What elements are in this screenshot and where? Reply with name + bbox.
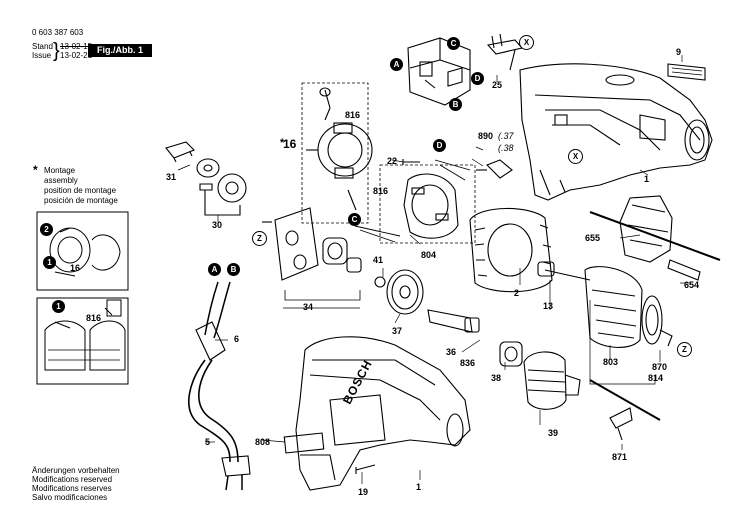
- part-number: 0 603 387 603: [32, 28, 84, 37]
- housing-half-drawing: [519, 63, 713, 201]
- aux-handle-drawing: [589, 195, 721, 281]
- callout-b-cord: B: [227, 263, 240, 276]
- gear-drawing: [386, 269, 424, 315]
- legend-symbol: *: [33, 163, 38, 177]
- part-2: 2: [514, 288, 520, 298]
- switch-assembly-drawing: [407, 37, 471, 106]
- star-symbol: *: [280, 137, 285, 149]
- figure-label: Fig./Abb. 1: [88, 44, 152, 57]
- chuck-drawing: [523, 351, 581, 410]
- part-6: 6: [234, 334, 240, 344]
- old-date: 13-02-15: [60, 42, 93, 51]
- stator-drawing: [469, 207, 553, 293]
- callout-b-top: B: [449, 98, 462, 111]
- part-13: 13: [543, 301, 554, 311]
- part-16-star: 16: [283, 137, 297, 151]
- part-19: 19: [358, 487, 369, 497]
- spindle-drawing: [427, 309, 480, 333]
- legend-line-4: posición de montage: [44, 196, 118, 205]
- bearing-drawing: [322, 237, 386, 288]
- part-34: 34: [303, 302, 314, 312]
- brush-cover-drawing: [403, 173, 459, 239]
- part-870: 870: [652, 362, 668, 372]
- brace-symbol: }: [53, 40, 60, 62]
- part-5: 5: [205, 437, 211, 447]
- inset-step-1a: 1: [43, 256, 56, 269]
- brush-disc-drawing: [196, 158, 247, 216]
- new-date: 13-02-21: [60, 51, 93, 60]
- gear-plate-drawing: [262, 207, 319, 281]
- inset-part-816: 816: [86, 313, 102, 323]
- footer-line-2: Modifications reserved: [32, 475, 113, 484]
- legend-line-3: position de montage: [44, 186, 117, 195]
- inset-step-1b: 1: [52, 300, 65, 313]
- callout-z-left: Z: [252, 231, 267, 246]
- callout-d-mid: D: [433, 139, 446, 152]
- issue-label: Issue: [32, 51, 52, 60]
- brush-holder-ring: [306, 87, 373, 211]
- part-41: 41: [373, 255, 384, 265]
- part-30: 30: [212, 220, 223, 230]
- part-37: 37: [392, 326, 403, 336]
- switch-lever-drawing: [486, 33, 524, 71]
- footer-line-4: Salvo modificaciones: [32, 493, 108, 502]
- power-cord-drawing: [188, 281, 251, 491]
- part-9: 9: [676, 47, 682, 57]
- brush-carbon-drawing: [165, 141, 195, 163]
- footer-line-1: Änderungen vorbehalten: [32, 466, 120, 475]
- callout-a-top: A: [390, 58, 403, 71]
- part-31: 31: [166, 172, 177, 182]
- part-655: 655: [585, 233, 601, 243]
- callout-x-top: X: [519, 35, 534, 50]
- part-22: 22: [387, 156, 398, 166]
- legend-line-1: Montage: [44, 166, 76, 175]
- callout-c-top: C: [447, 37, 460, 50]
- part-39: 39: [548, 428, 559, 438]
- part-804: 804: [421, 250, 437, 260]
- part-38: 38: [491, 373, 502, 383]
- part-808: 808: [255, 437, 271, 447]
- part-890: 890: [478, 131, 494, 141]
- callout-a-cord: A: [208, 263, 221, 276]
- inset-part-16: 16: [70, 263, 81, 273]
- callout-d-top: D: [471, 72, 484, 85]
- legend-line-2: assembly: [44, 176, 78, 185]
- part-836: 836: [460, 358, 476, 368]
- part-36: 36: [446, 347, 457, 357]
- callout-c-mid: C: [348, 213, 361, 226]
- part-816-mid: 816: [373, 186, 389, 196]
- part-890-38: (.38: [498, 143, 514, 153]
- part-871: 871: [612, 452, 628, 462]
- label-plate-9: [667, 63, 706, 81]
- callout-x-mid: X: [568, 149, 583, 164]
- armature-drawing: [537, 261, 673, 348]
- stand-label: Stand: [32, 42, 53, 51]
- part-654: 654: [684, 280, 700, 290]
- part-1-housing: 1: [644, 174, 650, 184]
- part-25: 25: [492, 80, 503, 90]
- part-890-37: (.37: [498, 131, 514, 141]
- footer-line-3: Modifications reserves: [32, 484, 112, 493]
- part-803: 803: [603, 357, 619, 367]
- part-1-lower: 1: [416, 482, 422, 492]
- part-816-top: 816: [345, 110, 361, 120]
- chuck-key-drawing: [589, 379, 661, 441]
- part-814: 814: [648, 373, 664, 383]
- drill-housing-drawing: [283, 336, 471, 491]
- callout-z-right: Z: [677, 342, 692, 357]
- inset-step-2: 2: [40, 223, 53, 236]
- sleeve-drawing: [499, 341, 523, 367]
